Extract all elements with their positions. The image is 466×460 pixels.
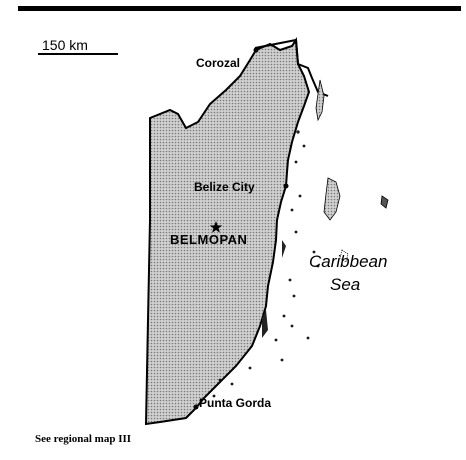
- scale-label: 150 km: [42, 37, 88, 53]
- place-label-belize-city: Belize City: [194, 180, 255, 194]
- turneffe-islands: [323, 177, 341, 221]
- cay-dot: [294, 230, 298, 234]
- cay-dot: [290, 324, 294, 328]
- cay-dot: [212, 394, 216, 398]
- regional-map-note: See regional map III: [35, 433, 132, 445]
- belize-land-area: [144, 37, 311, 426]
- dot-icon: [193, 404, 199, 410]
- place-label-capital: BELMOPAN: [170, 232, 248, 247]
- top-rule: [18, 6, 461, 11]
- sea-label-line1: Caribbean: [309, 252, 388, 271]
- place-label-corozal: Corozal: [196, 56, 241, 70]
- cay-dot: [294, 160, 298, 164]
- lighthouse-reef: [380, 195, 389, 209]
- cay-dot: [292, 294, 296, 298]
- offshore-cays: [212, 79, 389, 398]
- cay-dot: [296, 130, 300, 134]
- cay-dot: [230, 382, 234, 386]
- cay-dot: [316, 264, 320, 268]
- place-label-punta-gorda: Punta Gorda: [199, 396, 272, 410]
- cay-dot: [218, 378, 222, 382]
- cay-dot: [282, 314, 286, 318]
- coastal-lagoon: [282, 240, 286, 258]
- cay-dot: [280, 358, 284, 362]
- cay-dot: [274, 338, 278, 342]
- coastal-lagoon: [262, 310, 268, 338]
- cay-dot: [290, 208, 294, 212]
- cay-dot: [312, 250, 316, 254]
- scale-bar: [38, 53, 118, 55]
- sea-label-line2: Sea: [330, 275, 361, 294]
- cay-dot: [248, 366, 252, 370]
- cay-dot: [298, 194, 302, 198]
- dot-icon: [253, 47, 259, 53]
- cay-dot: [302, 144, 306, 148]
- star-icon: [209, 221, 223, 233]
- dot-icon: [283, 183, 289, 189]
- glovers-reef: [339, 249, 349, 263]
- cay-dot: [306, 336, 310, 340]
- ambergris-caye: [315, 79, 325, 122]
- cay-dot: [288, 278, 292, 282]
